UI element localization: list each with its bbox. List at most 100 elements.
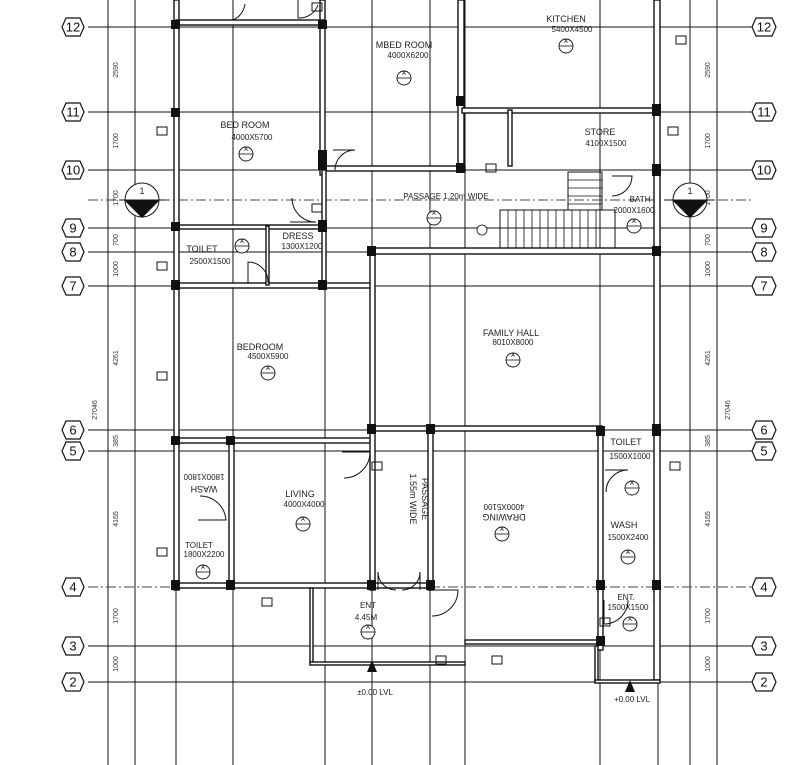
room-toilet-small-size: 1800X2200 (184, 550, 225, 559)
room-kitchen-name: KITCHEN (546, 14, 586, 24)
section-marker-left: 1 (120, 182, 166, 218)
dim-left-total: 27046 (92, 400, 99, 420)
svg-text:A: A (632, 219, 636, 225)
svg-text:4: 4 (760, 580, 767, 595)
svg-text:A: A (266, 366, 270, 372)
dim-right-5-4: 4165 (705, 511, 712, 527)
room-bedroom-mid-size: 4500X5900 (248, 352, 289, 361)
room-dress-size: 1300X1200 (282, 242, 323, 251)
room-wash-right-name: WASH (611, 520, 638, 530)
dim-left-7-6: 4261 (113, 350, 120, 366)
dim-left-9-8: 700 (113, 234, 120, 246)
grid-bubble-5-right: 5 (751, 441, 777, 461)
staircase (499, 171, 616, 249)
svg-text:A: A (244, 147, 248, 153)
svg-text:10: 10 (66, 163, 80, 178)
svg-text:2: 2 (69, 675, 76, 690)
svg-text:12: 12 (66, 20, 80, 35)
room-entrance-size: 4.45M (355, 613, 378, 622)
room-bath-size: 2000X1600 (614, 206, 655, 215)
room-toilet-top-size: 2500X1500 (190, 257, 231, 266)
room-kitchen-size: 5400X4500 (552, 25, 593, 34)
tag-drawing: A (494, 526, 510, 542)
grid-bubble-8-left: 8 (61, 242, 85, 262)
doors (198, 0, 633, 625)
svg-text:9: 9 (760, 221, 767, 236)
dimensions-right: 2590 1700 1700 700 1000 4261 385 4165 17… (705, 62, 732, 672)
level-markers: ±0.00 LVL +0.00 LVL (357, 660, 651, 704)
grid-bubble-11-left: 11 (61, 102, 85, 122)
svg-text:A: A (630, 481, 634, 487)
room-mbed-size: 4000X6200 (388, 51, 429, 60)
svg-text:2: 2 (760, 675, 767, 690)
tag-bedroom-top: A (238, 146, 254, 162)
room-family-hall-size: 8010X8000 (493, 338, 534, 347)
room-store-name: STORE (585, 127, 616, 137)
grid-bubble-7-left: 7 (61, 276, 85, 296)
room-labels: BED ROOM 4000X5700 MBED ROOM 4000X6200 K… (183, 14, 655, 622)
grid-bubble-6-right: 6 (751, 420, 777, 440)
room-entry-right-size: 1500X1500 (608, 603, 649, 612)
svg-text:7: 7 (760, 279, 767, 294)
dim-right-4-3: 1700 (705, 608, 712, 624)
room-bedroom-mid-name: BEDROOM (237, 342, 284, 352)
dim-left-3-2: 1000 (113, 656, 120, 672)
tag-bedroom-mid: A (260, 365, 276, 381)
svg-text:A: A (201, 565, 205, 571)
room-passage-mid-name: PASSAGE (420, 478, 430, 520)
svg-text:1: 1 (139, 186, 144, 196)
section-markers: 1 1 (120, 182, 714, 218)
room-dress-name: DRESS (282, 231, 313, 241)
svg-text:A: A (402, 71, 406, 77)
dim-left-8-7: 1000 (113, 261, 120, 277)
grid-bubble-3-left: 3 (61, 636, 85, 656)
grid-bubbles-right: 12 11 10 9 8 7 6 5 4 3 2 (751, 17, 777, 692)
dim-right-3-2: 1000 (705, 656, 712, 672)
room-passage-mid-size: 1.55m WIDE (408, 473, 418, 524)
svg-text:A: A (301, 517, 305, 523)
room-store-size: 4100X1500 (586, 139, 627, 148)
svg-text:10: 10 (757, 163, 771, 178)
tag-passage: A (426, 210, 442, 226)
dim-right-8-7: 1000 (705, 261, 712, 277)
walls (171, 0, 661, 684)
svg-text:3: 3 (69, 639, 76, 654)
grid-bubble-8-right: 8 (751, 242, 777, 262)
tag-bath: A (626, 218, 642, 234)
dim-left-6-5: 385 (113, 435, 120, 447)
grid-bubble-12-left: 12 (61, 17, 85, 37)
room-bedroom-top-name: BED ROOM (220, 120, 269, 130)
dim-right-6-5: 385 (705, 435, 712, 447)
room-bedroom-top-size: 4000X5700 (232, 133, 273, 142)
room-entry-right-name: ENT. (617, 593, 634, 602)
room-toilet-right-name: TOILET (610, 437, 642, 447)
svg-text:11: 11 (66, 105, 80, 120)
tag-mbed: A (396, 70, 412, 86)
svg-text:4: 4 (69, 580, 76, 595)
grid-bubble-9-right: 9 (751, 218, 777, 238)
svg-text:5: 5 (760, 444, 767, 459)
svg-text:12: 12 (757, 20, 771, 35)
level-main: ±0.00 LVL (357, 688, 393, 697)
room-bath-name: BATH (630, 195, 651, 204)
room-wash-left-size: 1800X1800 (183, 472, 224, 481)
tag-living: A (295, 516, 311, 532)
dim-left-10-9: 1700 (113, 190, 120, 206)
level-right: +0.00 LVL (614, 695, 651, 704)
svg-text:A: A (432, 211, 436, 217)
svg-text:8: 8 (760, 245, 767, 260)
room-drawing-size: 4000X5100 (483, 502, 524, 511)
room-family-hall-name: FAMILY HALL (483, 328, 539, 338)
section-marker-right: 1 (664, 182, 714, 218)
svg-text:A: A (240, 239, 244, 245)
svg-text:7: 7 (69, 279, 76, 294)
dim-right-total: 27046 (725, 400, 732, 420)
dim-right-7-6: 4261 (705, 350, 712, 366)
svg-text:3: 3 (760, 639, 767, 654)
svg-text:6: 6 (69, 423, 76, 438)
svg-text:8: 8 (69, 245, 76, 260)
dimensions-left: 2590 1700 1700 700 1000 4261 385 4165 17… (92, 62, 120, 672)
grid-bubble-6-left: 6 (61, 420, 85, 440)
grid-bubble-9-left: 9 (61, 218, 85, 238)
